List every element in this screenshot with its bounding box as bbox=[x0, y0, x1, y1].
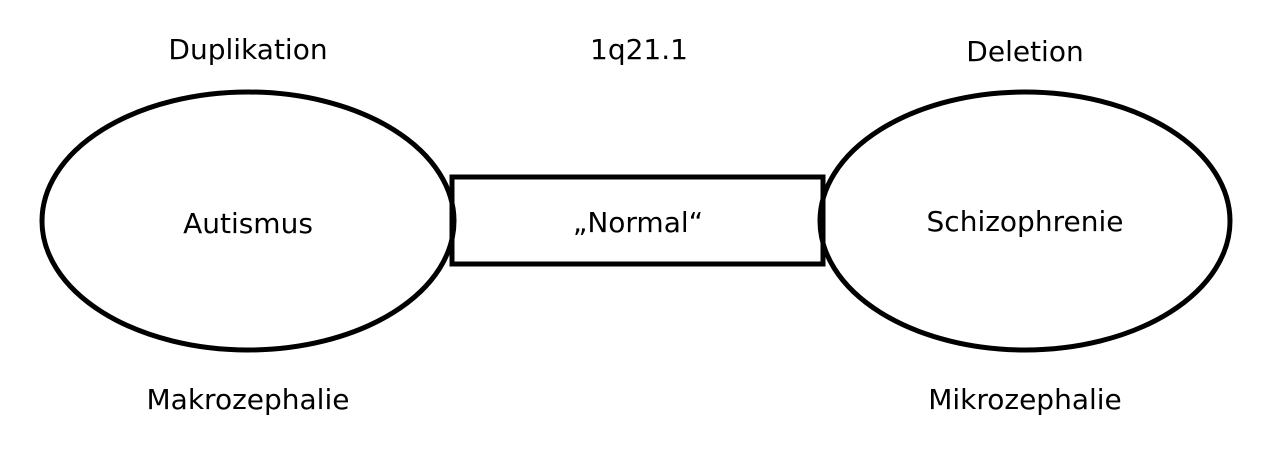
normal-label: „Normal“ bbox=[573, 206, 703, 239]
macrocephaly-label: Makrozephalie bbox=[147, 383, 350, 416]
deletion-ellipse bbox=[817, 89, 1233, 353]
autism-label: Autismus bbox=[183, 207, 313, 240]
duplication-header: Duplikation bbox=[168, 33, 327, 66]
microcephaly-label: Mikrozephalie bbox=[928, 383, 1122, 416]
locus-label: 1q21.1 bbox=[590, 33, 688, 66]
deletion-header: Deletion bbox=[966, 35, 1083, 68]
schizophrenia-label: Schizophrenie bbox=[927, 205, 1124, 238]
